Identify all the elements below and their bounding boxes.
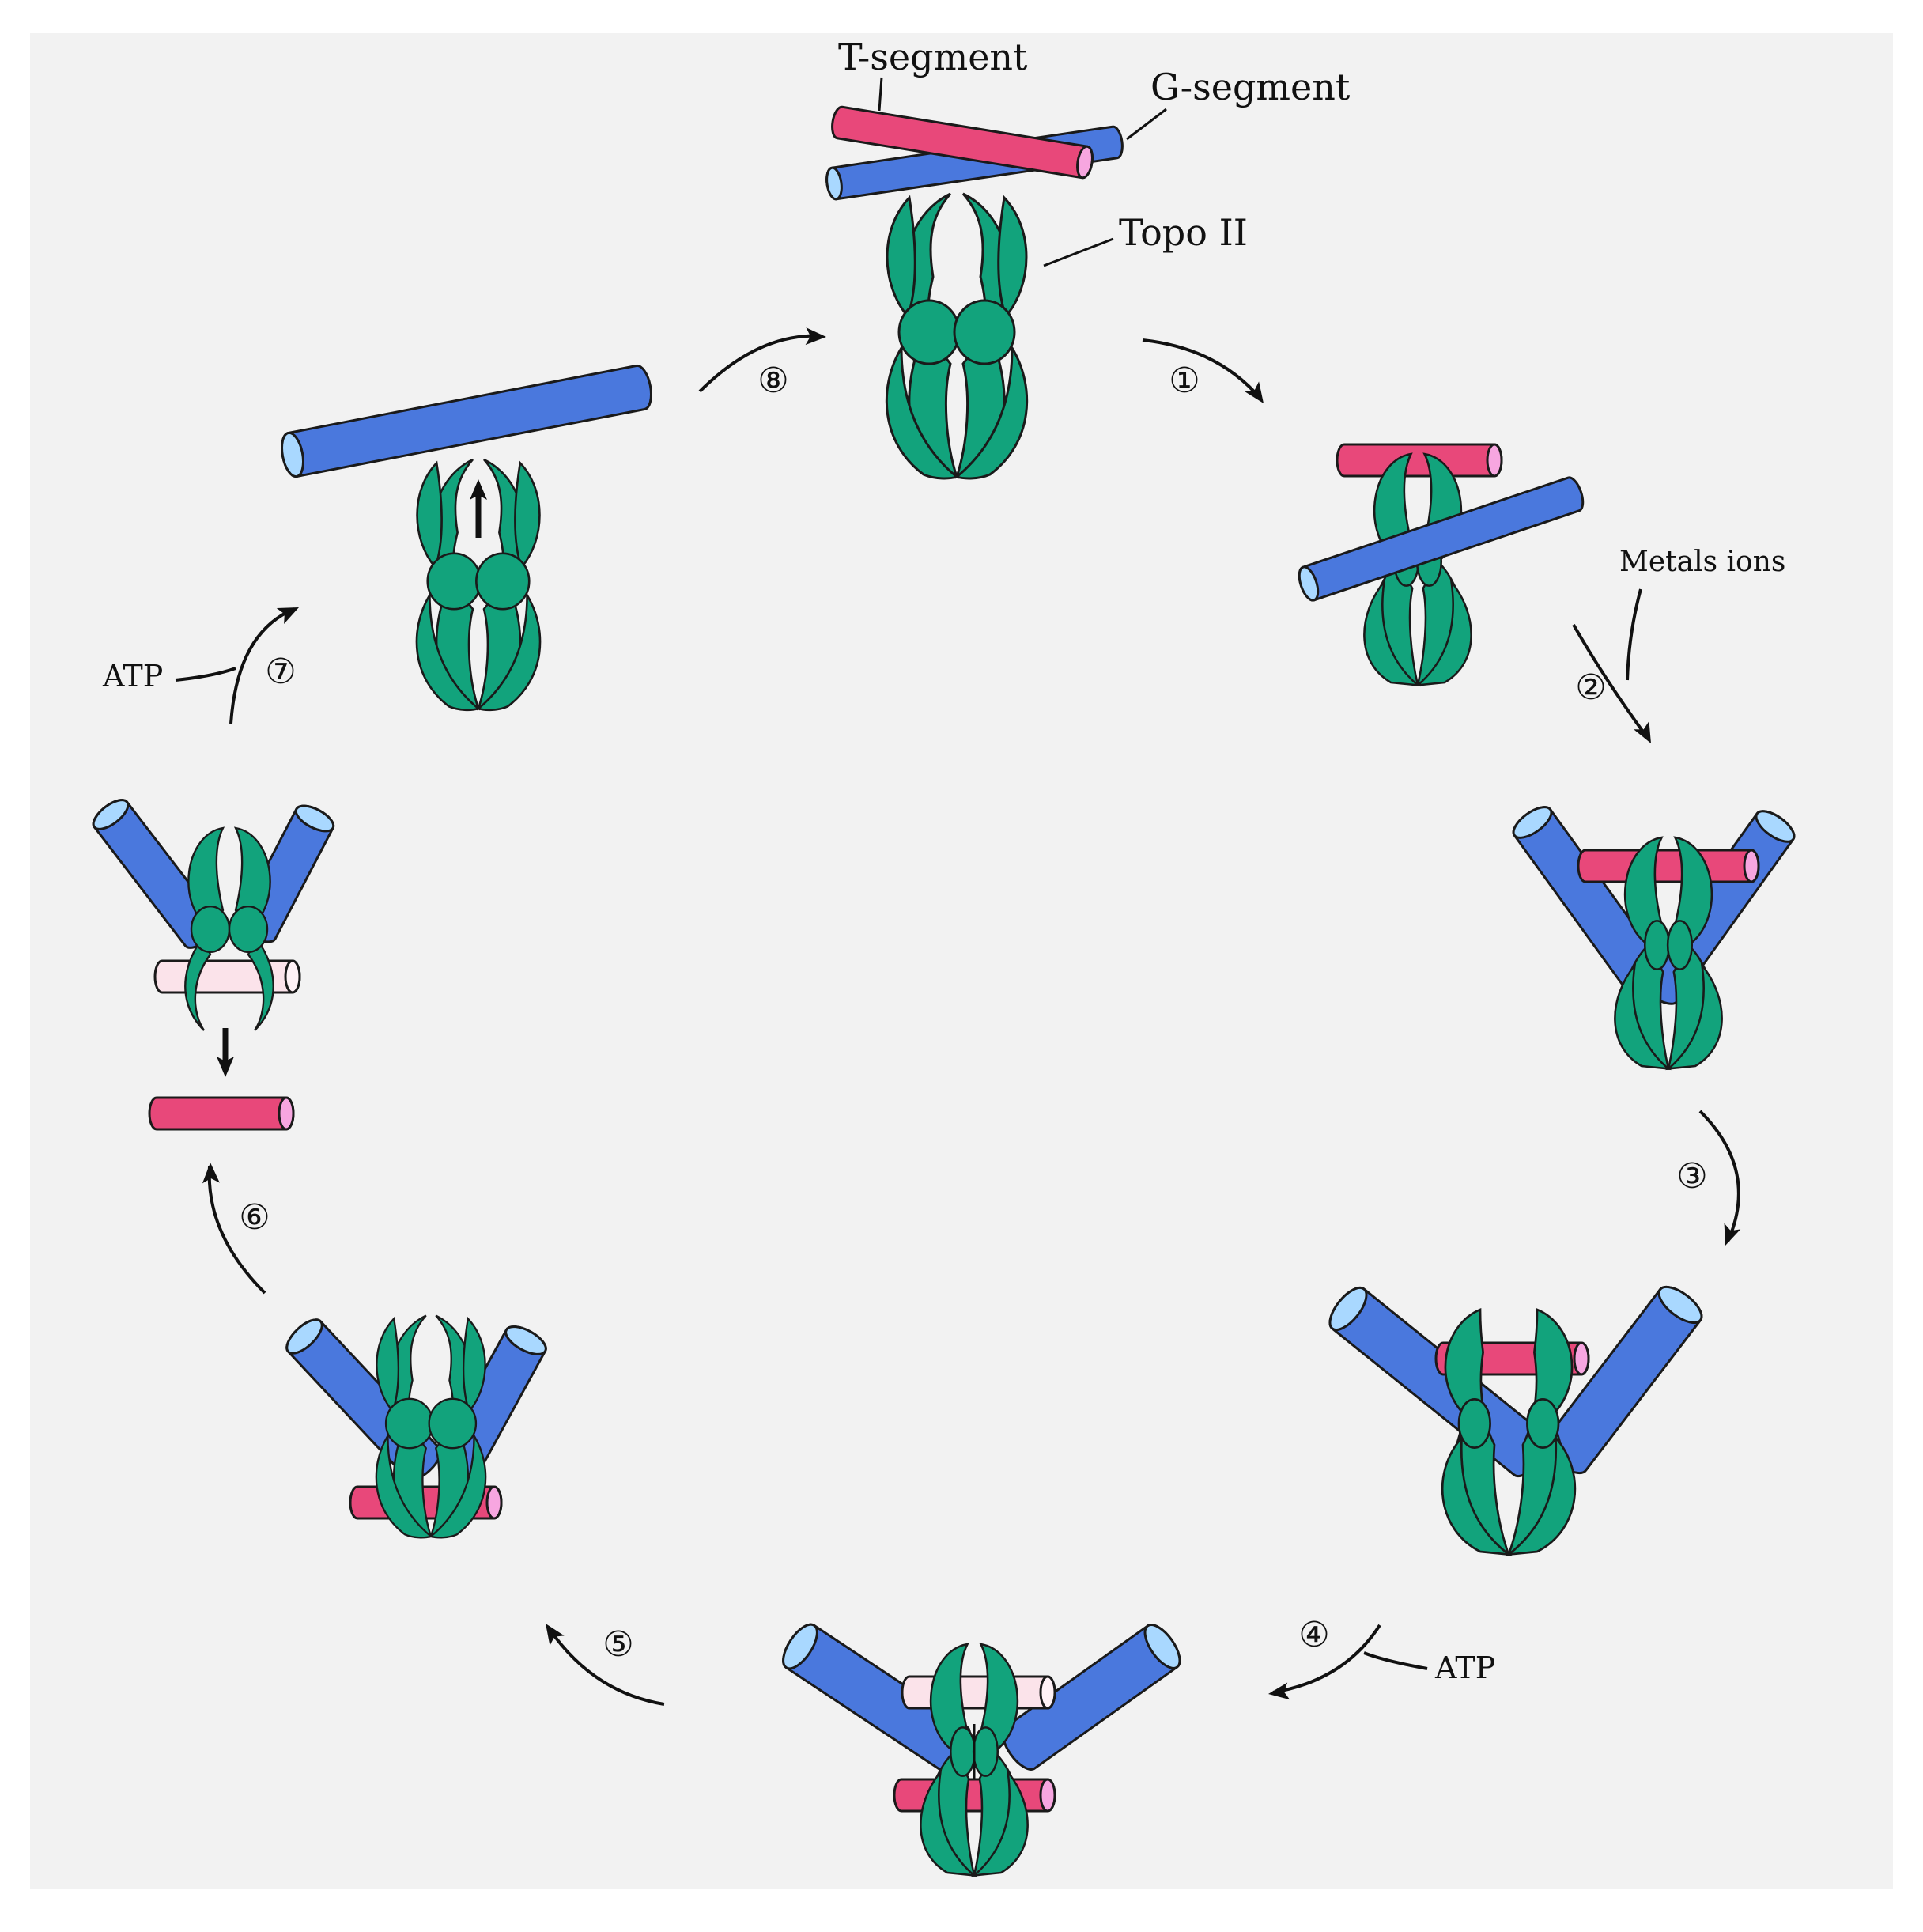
atp-step4-join: [1363, 1651, 1428, 1670]
step-5-arrow: [548, 1628, 665, 1706]
t-segment-faded-stage6: [153, 959, 301, 994]
topo-leader: [1043, 237, 1114, 267]
t-segment-label: T-segment: [838, 36, 1028, 78]
step-3-arrowhead: [1724, 1223, 1741, 1246]
t-segment-faded-stage4: [901, 1675, 1056, 1710]
step-1-arrowhead: [1245, 381, 1264, 403]
step-5-arrowhead: [546, 1624, 565, 1646]
step-4-arrow: [1272, 1624, 1381, 1694]
t-segment-stage1: [1336, 443, 1503, 478]
step-2-arrow: [1572, 624, 1650, 741]
step-1-badge: ①: [1169, 361, 1200, 401]
step-7-arrowhead: [276, 607, 299, 624]
step-2-arrowhead: [1634, 720, 1651, 743]
metals-label: Metals ions: [1619, 546, 1785, 578]
t-segment-released: [148, 1096, 295, 1131]
step-7-arrow: [229, 607, 295, 724]
release-arrowhead-stage7: [470, 479, 487, 500]
step-4-arrowhead: [1268, 1682, 1290, 1700]
step-7-badge: ⑦: [265, 652, 296, 692]
metals-join: [1626, 588, 1642, 681]
step-3-badge: ③: [1676, 1156, 1707, 1197]
step-6-arrowhead: [202, 1163, 220, 1184]
step-8-arrow: [698, 334, 823, 393]
g-segment-stage6-left: [92, 799, 221, 949]
t-segment-stage4: [893, 1778, 1056, 1813]
step-6-arrow: [207, 1166, 266, 1295]
g-segment-label: G-segment: [1150, 66, 1351, 108]
atp-label-step4: ATP: [1434, 1650, 1495, 1685]
g-segment-released: [281, 364, 652, 478]
t-segment-leader: [878, 77, 883, 112]
t-segment-stage2: [1577, 849, 1760, 883]
t-segment-top: [831, 105, 1094, 180]
step-2-badge: ②: [1575, 667, 1606, 708]
g-segment-leader: [1126, 108, 1167, 141]
step-8-badge: ⑧: [757, 361, 788, 401]
step-3-arrow: [1698, 1110, 1740, 1242]
g-segment-stage1: [1298, 476, 1585, 602]
step-4-badge: ④: [1298, 1615, 1329, 1655]
step-6-badge: ⑥: [239, 1197, 270, 1238]
atp-label-step7: ATP: [102, 659, 163, 694]
step-5-badge: ⑤: [603, 1624, 633, 1665]
release-arrowhead-stage6: [217, 1057, 234, 1077]
step-1-arrow: [1142, 338, 1263, 401]
step-8-arrowhead: [805, 327, 826, 346]
topo-label: Topo II: [1119, 211, 1248, 254]
atp-step7-join: [175, 667, 236, 682]
